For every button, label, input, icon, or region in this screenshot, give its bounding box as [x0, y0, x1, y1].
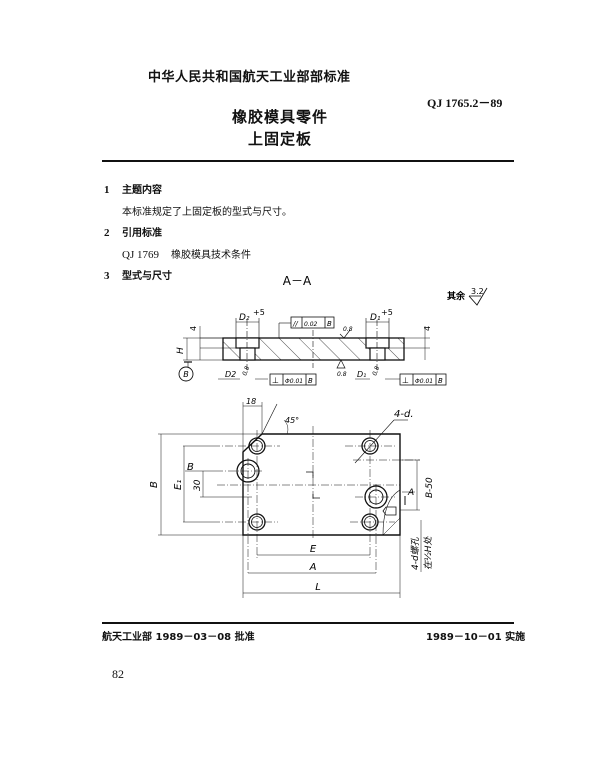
svg-text:+5: +5: [381, 308, 393, 317]
section-title: 引用标准: [122, 228, 162, 239]
section-title: 主题内容: [122, 185, 162, 196]
section-1-heading: 1 主题内容: [104, 181, 162, 196]
svg-text:3.2: 3.2: [471, 287, 484, 296]
svg-text:B: B: [183, 370, 189, 379]
issuing-organization: 中华人民共和国航天工业部部标准: [148, 70, 351, 85]
svg-text://: //: [292, 320, 298, 328]
svg-text:D₂: D₂: [239, 313, 250, 323]
svg-text:Φ0.01: Φ0.01: [285, 378, 303, 385]
svg-text:其余: 其余: [447, 290, 466, 302]
svg-text:B: B: [149, 481, 160, 488]
plan-view: 45° 18: [149, 397, 435, 598]
section-view: D₂ +5 D₁ +5 // 0.02 B 4 4 H B: [176, 308, 447, 386]
svg-text:B: B: [327, 320, 332, 328]
svg-text:B-50: B-50: [425, 477, 435, 498]
roughness-symbol-icon: [468, 287, 488, 306]
svg-text:30: 30: [193, 479, 203, 491]
svg-text:B: B: [438, 377, 443, 385]
svg-text:在½H处: 在½H处: [423, 536, 434, 570]
reference-title: 橡胶模具技术条件: [170, 250, 251, 261]
svg-text:E₁: E₁: [173, 480, 184, 490]
svg-text:0.8: 0.8: [241, 365, 251, 377]
svg-text:45°: 45°: [285, 416, 299, 425]
svg-text:0.8: 0.8: [371, 365, 381, 377]
svg-text:D₁: D₁: [370, 313, 381, 323]
roughness-note: 其余 3.2: [447, 287, 488, 306]
datum-b-icon: [178, 366, 194, 382]
svg-text:E: E: [310, 544, 317, 555]
reference-standard: QJ 1769 橡胶模具技术条件: [122, 246, 251, 261]
document-subtitle: 上固定板: [247, 130, 312, 148]
svg-text:18: 18: [246, 397, 256, 406]
section-title: 型式与尺寸: [122, 271, 172, 282]
svg-text:+5: +5: [253, 308, 265, 317]
header-rule: [102, 160, 514, 162]
footer-rule: [102, 622, 514, 624]
svg-text:4: 4: [423, 326, 432, 331]
reference-code: QJ 1769: [122, 249, 159, 261]
section-number: 3: [104, 270, 110, 282]
svg-text:H: H: [176, 347, 186, 354]
svg-text:⊥: ⊥: [402, 376, 409, 385]
svg-text:4-d.: 4-d.: [394, 409, 414, 420]
svg-text:A: A: [407, 488, 414, 498]
section-number: 1: [104, 184, 110, 196]
svg-text:⊥: ⊥: [272, 376, 279, 385]
section-2-heading: 2 引用标准: [104, 224, 162, 239]
standard-number: QJ 1765.2－89: [427, 96, 503, 110]
svg-text:B: B: [187, 462, 194, 473]
svg-text:0.8: 0.8: [343, 326, 353, 333]
section-view-label: A－A: [283, 274, 312, 288]
svg-text:0.02: 0.02: [304, 321, 318, 328]
implementation-date: 1989－10－01 实施: [426, 632, 526, 643]
document-title: 橡胶模具零件: [231, 108, 328, 126]
svg-text:D2: D2: [225, 370, 236, 379]
svg-text:Φ0.01: Φ0.01: [415, 378, 433, 385]
section-number: 2: [104, 227, 110, 239]
svg-text:B: B: [308, 377, 313, 385]
svg-text:D₁: D₁: [357, 370, 366, 379]
svg-text:4-d螺孔: 4-d螺孔: [410, 536, 421, 570]
section-1-body: 本标准规定了上固定板的型式与尺寸。: [122, 207, 292, 218]
svg-text:0.8: 0.8: [337, 371, 347, 378]
svg-text:A: A: [309, 562, 317, 573]
page-number: 82: [112, 667, 124, 681]
svg-text:4: 4: [189, 326, 198, 331]
section-3-heading: 3 型式与尺寸: [104, 267, 172, 282]
svg-text:L: L: [315, 582, 321, 593]
approval-date: 航天工业部 1989－03－08 批准: [102, 632, 255, 643]
